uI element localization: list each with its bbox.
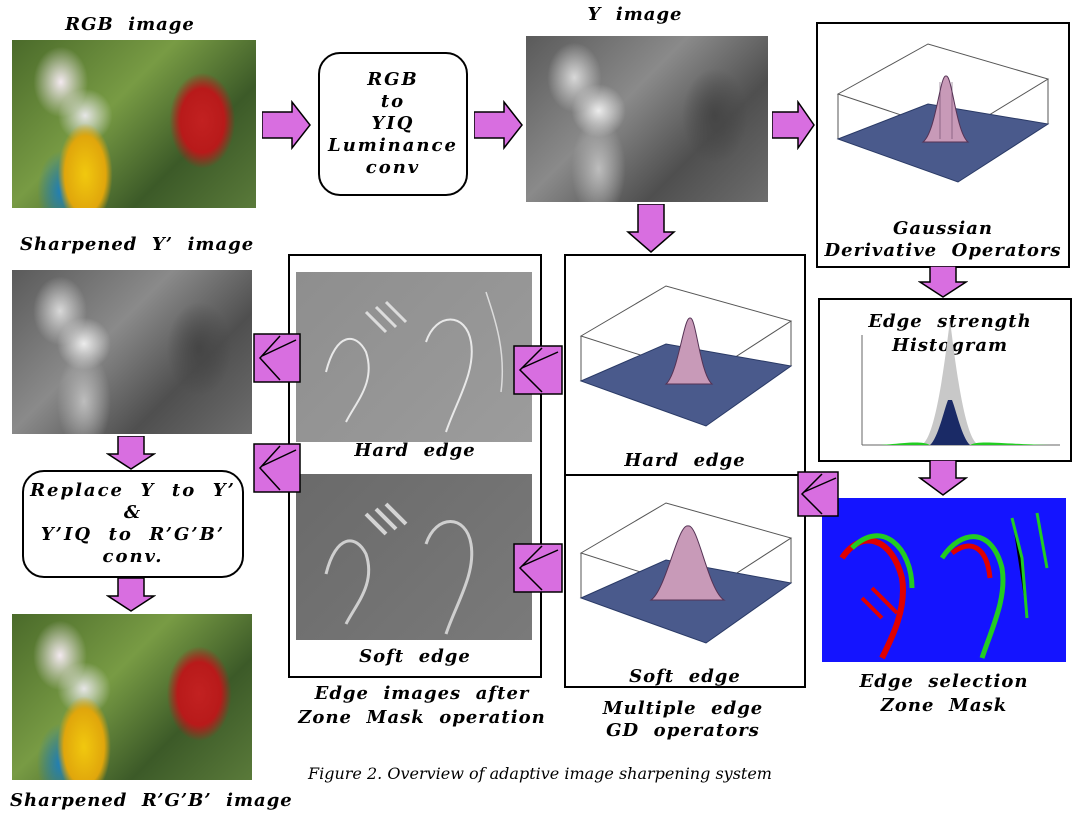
arrow-right-1 [262,100,311,150]
rgb-image-label: RGB image [65,14,195,35]
replace-text: Replace Y to Y’ & Y’IQ to R’G’B’ conv. [30,480,236,567]
arrow-left-4 [513,543,563,593]
rgb-to-yiq-box: RGB to YIQ Luminance conv [318,52,468,196]
hard-edge-3d-plot [579,285,793,427]
edge-images-after-label: Edge images after Zone Mask operation [298,683,546,728]
soft-edge-gd-label: Soft edge [629,666,741,687]
y-image-label: Y image [587,4,683,25]
soft-edge-image [296,474,532,640]
sharpened-rgb-image [12,614,252,780]
hard-edge-gd-label: Hard edge [624,450,746,471]
arrow-down-1 [626,204,676,253]
edge-images-panel: Hard edge Soft edge [288,254,542,678]
multiple-edge-label: Multiple edge GD operators [602,698,764,741]
edge-strength-panel: Edge strength Histogram [818,298,1072,462]
arrow-left-2 [253,443,301,493]
soft-edge-images-label: Soft edge [359,646,471,667]
arrow-right-2 [474,100,523,150]
sharpened-rgb-label: Sharpened R’G’B’ image [10,790,293,811]
y-image [526,36,768,202]
arrow-down-5 [106,578,156,612]
gaussian-label: Gaussian Derivative Operators [824,218,1062,261]
hard-edge-image [296,272,532,442]
rgb-to-yiq-text: RGB to YIQ Luminance conv [328,69,458,178]
hard-edge-images-label: Hard edge [354,440,476,461]
arrow-down-2 [918,266,968,298]
gaussian-3d-plot [836,43,1050,183]
arrow-down-4 [106,436,156,470]
arrow-left-1 [253,333,301,383]
histogram-chart [861,320,1060,446]
arrow-right-3 [772,100,815,150]
soft-edge-3d-plot [579,502,793,644]
arrow-left-3 [513,345,563,395]
zone-mask-image [822,498,1066,662]
figure-caption: Figure 2. Overview of adaptive image sha… [308,764,772,783]
sharpened-y-label: Sharpened Y’ image [20,234,255,255]
arrow-down-3 [918,460,968,496]
gd-operators-panel: Hard edge Soft edge [564,254,806,688]
rgb-image [12,40,256,208]
arrow-left-5 [797,471,839,517]
sharpened-y-image [12,270,252,434]
gaussian-operators-panel: Gaussian Derivative Operators [816,22,1070,268]
replace-box: Replace Y to Y’ & Y’IQ to R’G’B’ conv. [22,470,244,578]
edge-selection-label: Edge selection Zone Mask [859,671,1029,716]
